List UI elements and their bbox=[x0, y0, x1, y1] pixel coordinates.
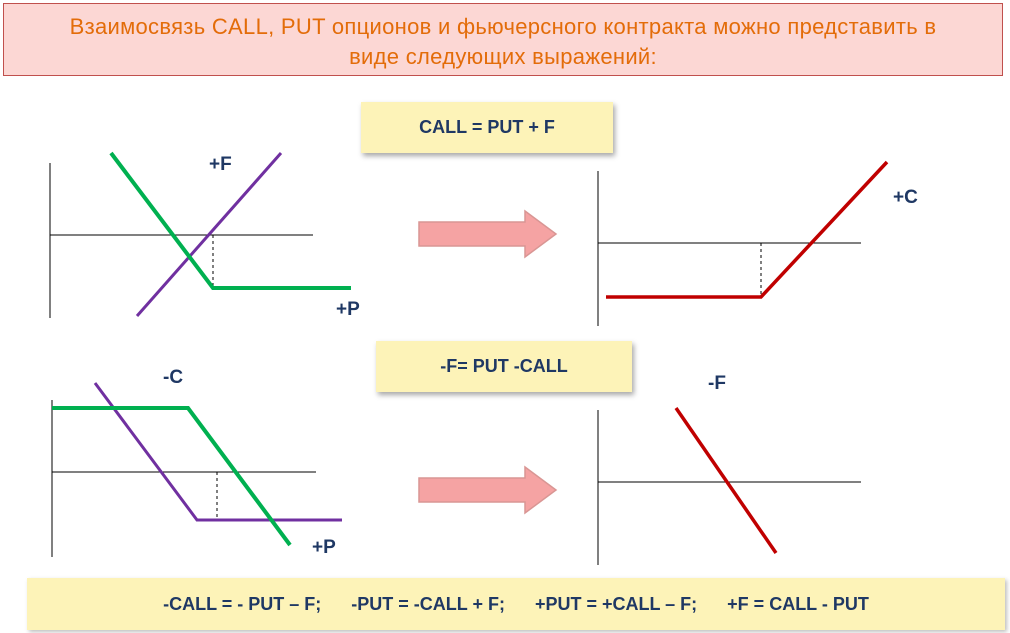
formula-minus-f: -F= PUT -CALL bbox=[376, 341, 632, 392]
formula-mid-text: -F= PUT -CALL bbox=[440, 356, 568, 376]
long-future-line bbox=[135, 152, 283, 317]
formula-top-text: CALL = PUT + F bbox=[419, 117, 555, 137]
right-arrow-icon bbox=[418, 465, 558, 515]
diagram-top-right: +C bbox=[597, 160, 918, 326]
title-text: Взаимосвязь CALL, PUT опционов и фьючерс… bbox=[69, 14, 937, 69]
diagram-top-left: +F +P bbox=[49, 151, 360, 320]
diagram-bottom-left: -C +P bbox=[51, 367, 342, 558]
label-plus-c: +C bbox=[893, 187, 918, 208]
bottom-formula-4: +F = CALL - PUT bbox=[727, 593, 869, 614]
label-minus-c: -C bbox=[163, 367, 183, 388]
right-arrow-icon bbox=[418, 209, 558, 259]
long-call-line bbox=[606, 160, 889, 299]
bottom-formulas-bar: -CALL = - PUT – F; -PUT = -CALL + F; +PU… bbox=[27, 578, 1005, 630]
label-minus-f: -F bbox=[708, 373, 726, 394]
label-plus-p: +P bbox=[312, 537, 336, 558]
short-future-line bbox=[674, 407, 778, 554]
label-plus-p: +P bbox=[336, 299, 360, 320]
long-put-line bbox=[93, 382, 342, 522]
bottom-formula-2: -PUT = -CALL + F; bbox=[351, 593, 505, 614]
title-banner: Взаимосвязь CALL, PUT опционов и фьючерс… bbox=[3, 3, 1003, 76]
short-call-line bbox=[52, 406, 292, 547]
label-plus-f: +F bbox=[209, 154, 232, 175]
bottom-formula-3: +PUT = +CALL – F; bbox=[534, 593, 698, 614]
diagram-bottom-right: -F bbox=[597, 373, 861, 565]
bottom-formula-1: -CALL = - PUT – F; bbox=[163, 593, 322, 614]
long-put-line bbox=[109, 151, 351, 290]
formula-call-put-f: CALL = PUT + F bbox=[361, 102, 613, 153]
